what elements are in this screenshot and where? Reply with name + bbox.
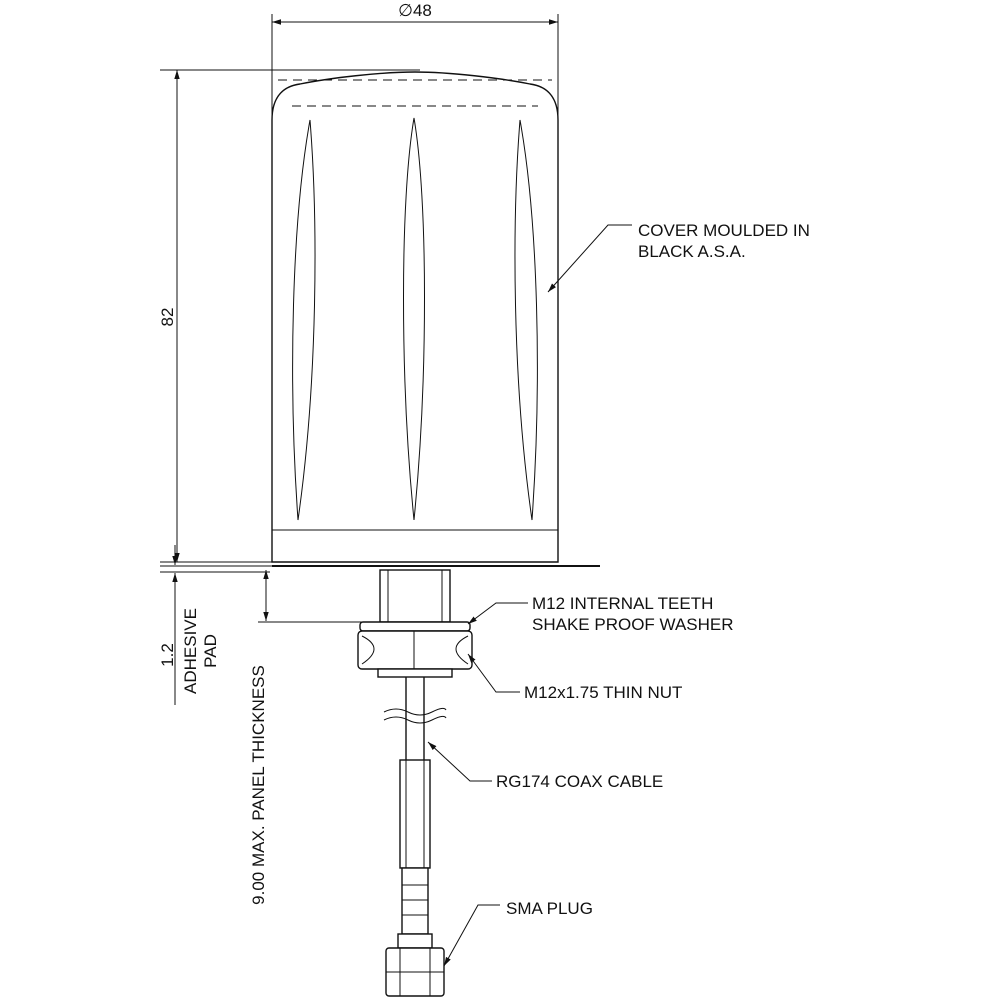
plug-label: SMA PLUG bbox=[506, 899, 593, 918]
panel-thickness-dimension: 9.00 MAX. PANEL THICKNESS bbox=[249, 570, 380, 905]
cable-label: RG174 COAX CABLE bbox=[496, 772, 663, 791]
cover-callout: COVER MOULDED IN BLACK A.S.A. bbox=[547, 221, 810, 293]
threaded-stud bbox=[379, 569, 451, 623]
nut-callout: M12x1.75 THIN NUT bbox=[467, 653, 682, 702]
washer bbox=[359, 621, 471, 632]
diameter-label: ∅48 bbox=[398, 1, 432, 20]
cable-callout: RG174 COAX CABLE bbox=[427, 741, 663, 791]
washer-label-line2: SHAKE PROOF WASHER bbox=[532, 615, 734, 634]
adhesive-thickness-label: 1.2 bbox=[158, 643, 177, 667]
sma-plug bbox=[385, 867, 445, 997]
washer-callout: M12 INTERNAL TEETH SHAKE PROOF WASHER bbox=[467, 594, 734, 634]
coax-cable bbox=[383, 677, 447, 869]
cover-label-line2: BLACK A.S.A. bbox=[638, 242, 746, 261]
panel-thickness-label: 9.00 MAX. PANEL THICKNESS bbox=[249, 665, 268, 905]
height-dimension: 82 bbox=[158, 69, 420, 563]
adhesive-dimension: 1.2 ADHESIVE PAD bbox=[158, 545, 272, 705]
height-label: 82 bbox=[158, 308, 177, 327]
plug-callout: SMA PLUG bbox=[443, 899, 593, 967]
antenna-cover bbox=[271, 71, 559, 563]
adhesive-label-line2: PAD bbox=[201, 634, 220, 668]
nut-label: M12x1.75 THIN NUT bbox=[524, 683, 682, 702]
washer-label-line1: M12 INTERNAL TEETH bbox=[532, 594, 713, 613]
cover-label-line1: COVER MOULDED IN bbox=[638, 221, 810, 240]
adhesive-label-line1: ADHESIVE bbox=[181, 608, 200, 694]
stud-end bbox=[377, 668, 453, 678]
thin-nut bbox=[357, 630, 473, 670]
